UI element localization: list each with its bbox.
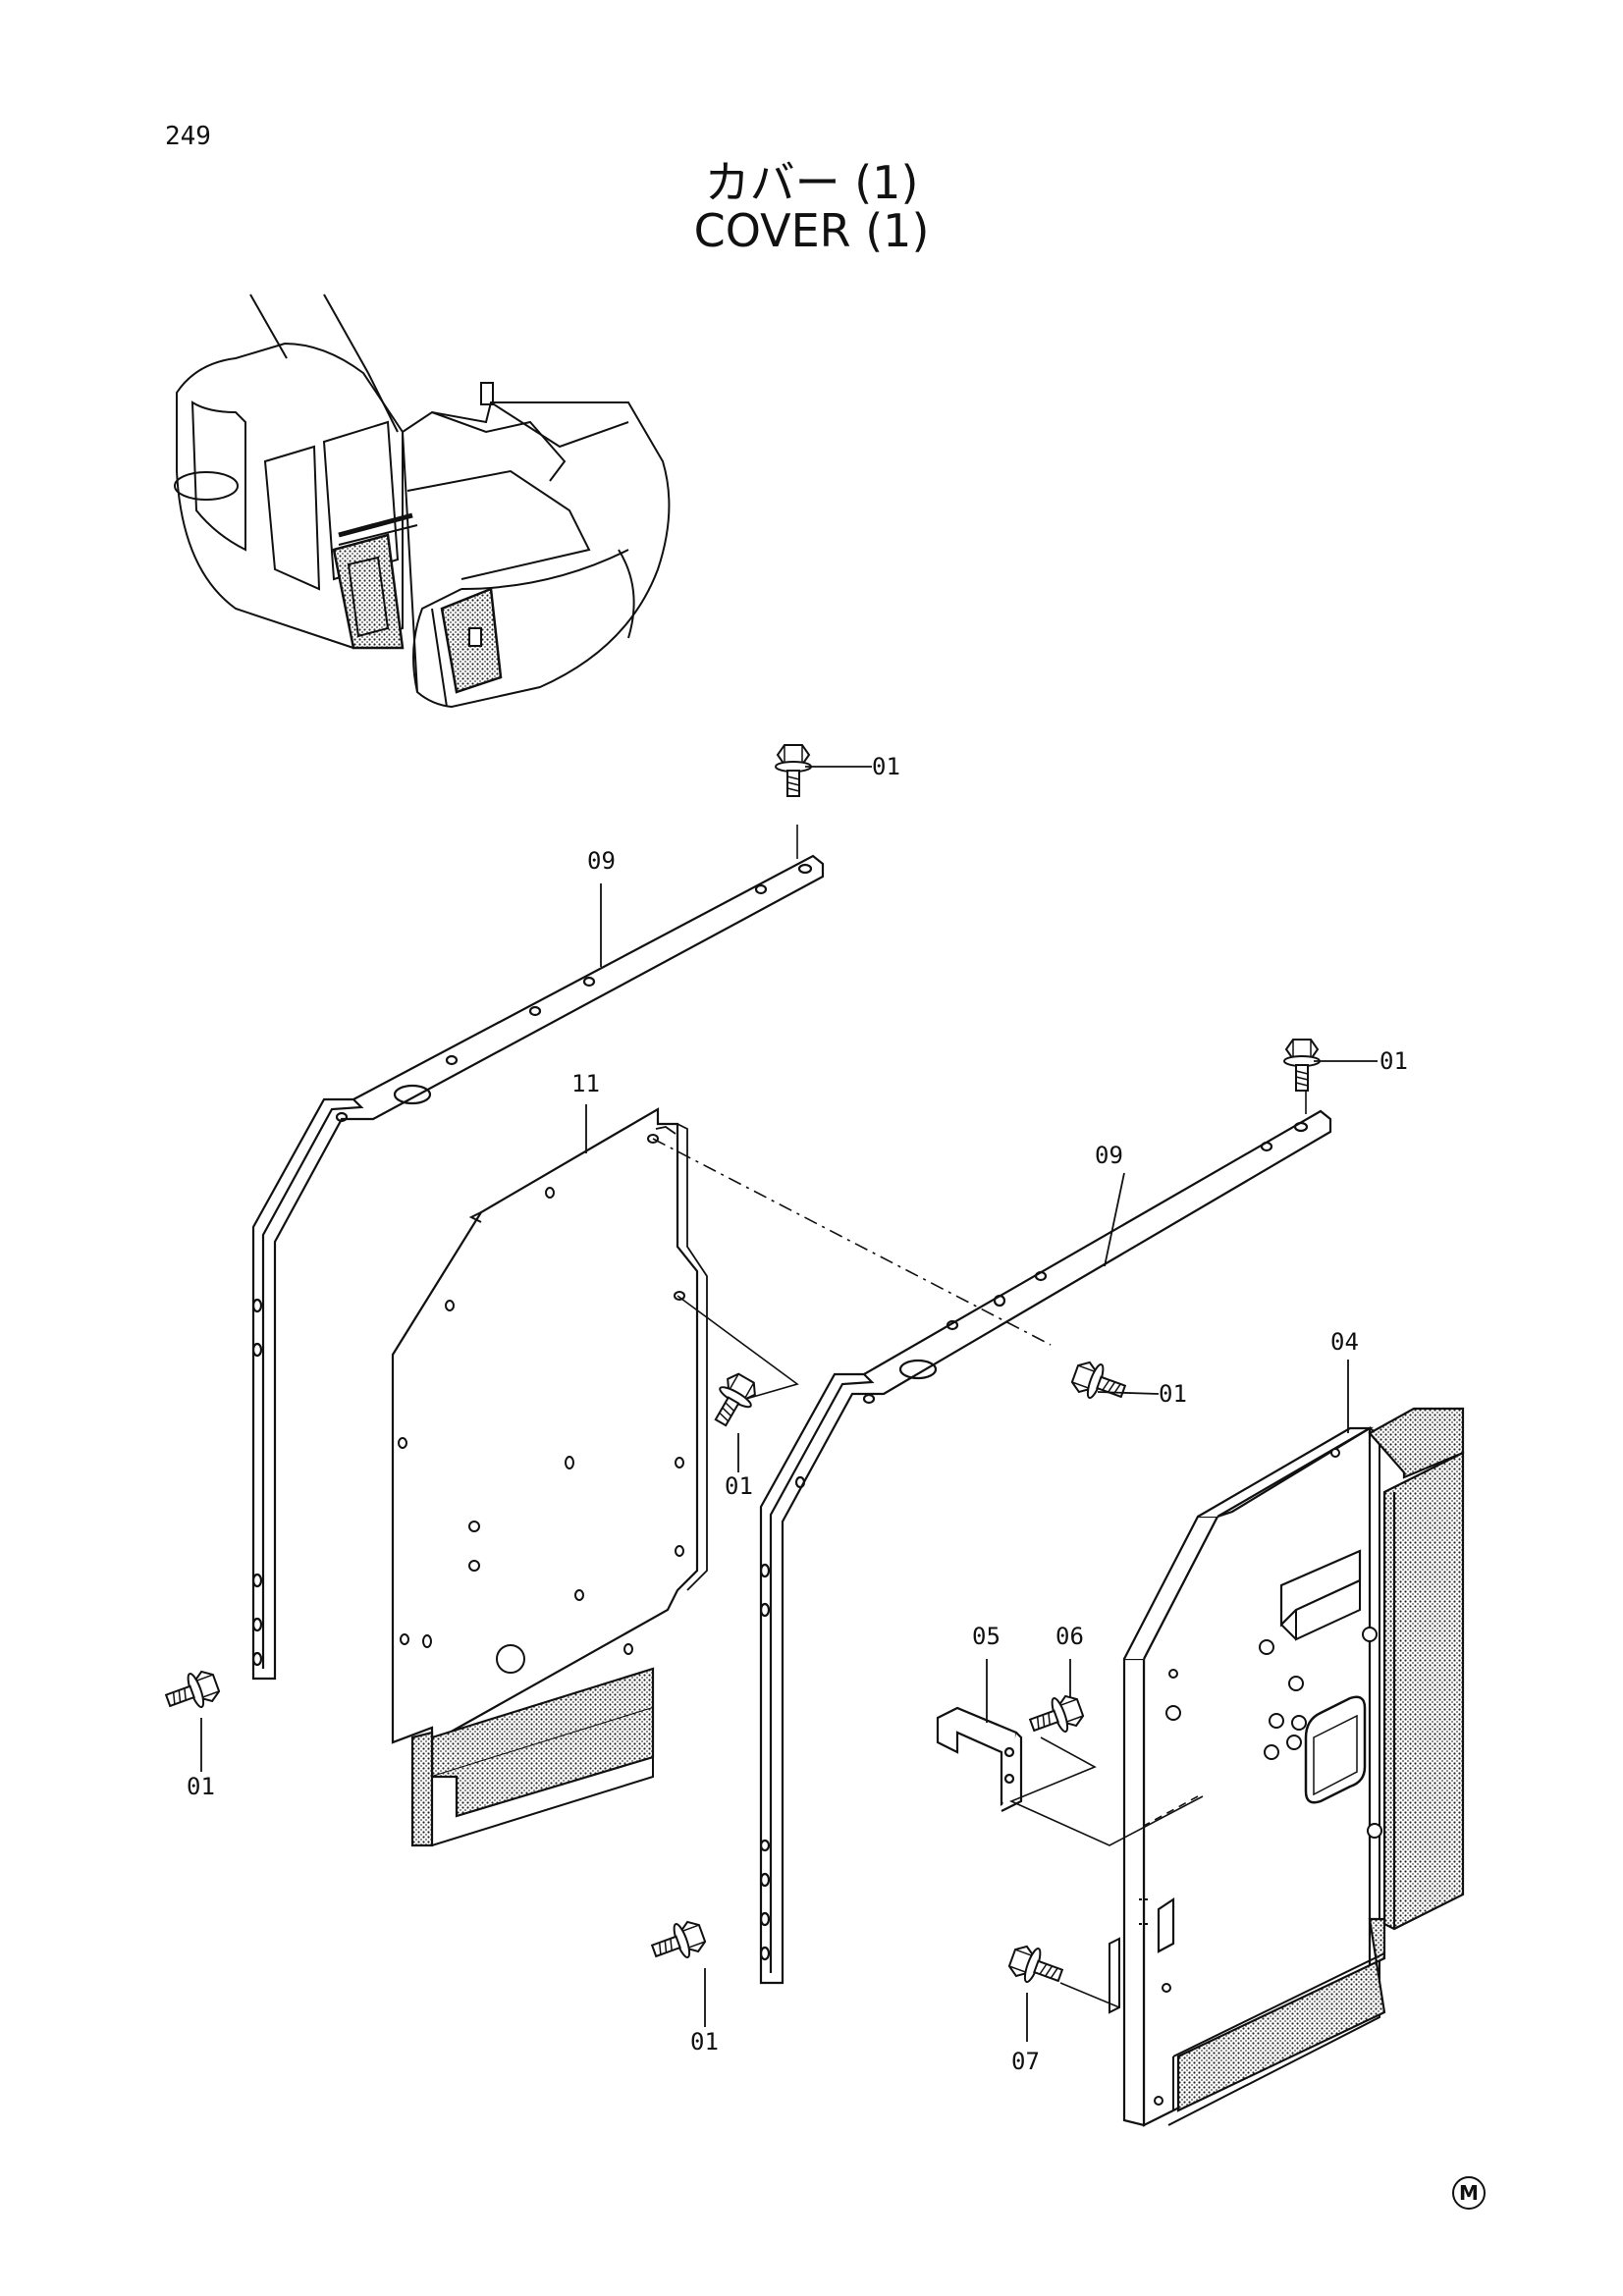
- callout-bracket: 05: [972, 1623, 1001, 1650]
- hex-bolt-icon: [1067, 1356, 1130, 1410]
- excavator-overview-icon: [174, 294, 671, 709]
- assembly-lines: [652, 825, 1307, 2008]
- callout-bolt-mid-left: 01: [725, 1472, 753, 1500]
- callout-frame-left: 09: [587, 847, 616, 875]
- hex-bolt-icon: [775, 744, 812, 797]
- hex-bolt-icon: [1283, 1039, 1321, 1092]
- callout-bracket-bolt: 06: [1055, 1623, 1084, 1650]
- page-title-japanese: カバー (1): [704, 156, 919, 209]
- callout-bolt-bottom-center: 01: [690, 2028, 719, 2056]
- hex-bolt-icon: [1004, 1940, 1067, 1994]
- hex-bolt-icon: [704, 1368, 763, 1433]
- callout-panel-left: 11: [571, 1070, 600, 1097]
- callout-bolt-bottom-left: 01: [187, 1773, 215, 1800]
- hex-bolt-icon: [647, 1915, 710, 1969]
- panel-left: [391, 1107, 708, 1847]
- page-number: 249: [165, 122, 211, 151]
- frame-right: [759, 1109, 1332, 1985]
- callout-bolt-top-right: 01: [1380, 1047, 1408, 1075]
- callout-panel-right: 04: [1330, 1328, 1359, 1356]
- bracket: [936, 1706, 1023, 1812]
- callout-bolt-center: 01: [1159, 1380, 1187, 1408]
- excavator-highlighted-covers: [332, 512, 503, 694]
- hex-bolt-icon: [1025, 1689, 1088, 1743]
- callout-frame-right: 09: [1095, 1142, 1123, 1169]
- hex-bolt-icon: [161, 1665, 224, 1719]
- callout-panel-bolt: 07: [1011, 2048, 1040, 2075]
- callout-labels: 01 01 01 01 01 01 09 09 11 04 05 06 07: [187, 753, 1408, 2075]
- panel-right: [1109, 1407, 1465, 2127]
- page-title-english: COVER (1): [693, 204, 930, 257]
- frame-left: [251, 854, 825, 1681]
- manufacturer-mark: M: [1452, 2176, 1486, 2210]
- callout-bolt-top-left: 01: [872, 753, 900, 780]
- callout-leaders: [200, 766, 1378, 2042]
